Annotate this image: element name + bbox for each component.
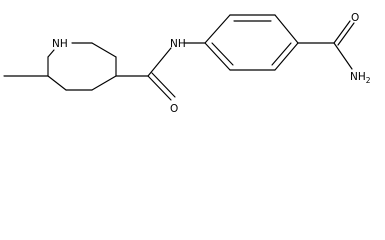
double-bond (147, 75, 172, 101)
bond (47, 75, 67, 91)
bond (147, 47, 172, 77)
carbamoyl-group (297, 20, 355, 70)
bond (204, 42, 231, 71)
piperidine-ring (47, 42, 117, 91)
double-bond (333, 20, 351, 44)
benzene-ring (204, 14, 299, 71)
amine-nitrogen-label: NH2 (350, 71, 371, 85)
bond (204, 14, 231, 44)
double-bond (151, 72, 176, 98)
amide-nitrogen-label: NH (170, 38, 186, 50)
aromatic-bond (271, 42, 292, 66)
ring-nitrogen-label: NH (52, 38, 68, 50)
bond (274, 42, 299, 71)
amine-subscript: 2 (366, 76, 371, 85)
carboxamide-group (115, 42, 206, 101)
bond (274, 14, 299, 44)
carbamoyl-oxygen-label: O (351, 12, 359, 24)
chemical-structure: NH NH O O NH2 (3, 12, 371, 115)
bond (91, 75, 117, 91)
amine-nh-text: NH (350, 71, 366, 83)
double-bond (337, 22, 355, 46)
aromatic-bond (211, 42, 234, 66)
amide-oxygen-label: O (170, 103, 178, 115)
bond (333, 42, 353, 70)
bond (91, 42, 117, 58)
bond (47, 49, 55, 58)
